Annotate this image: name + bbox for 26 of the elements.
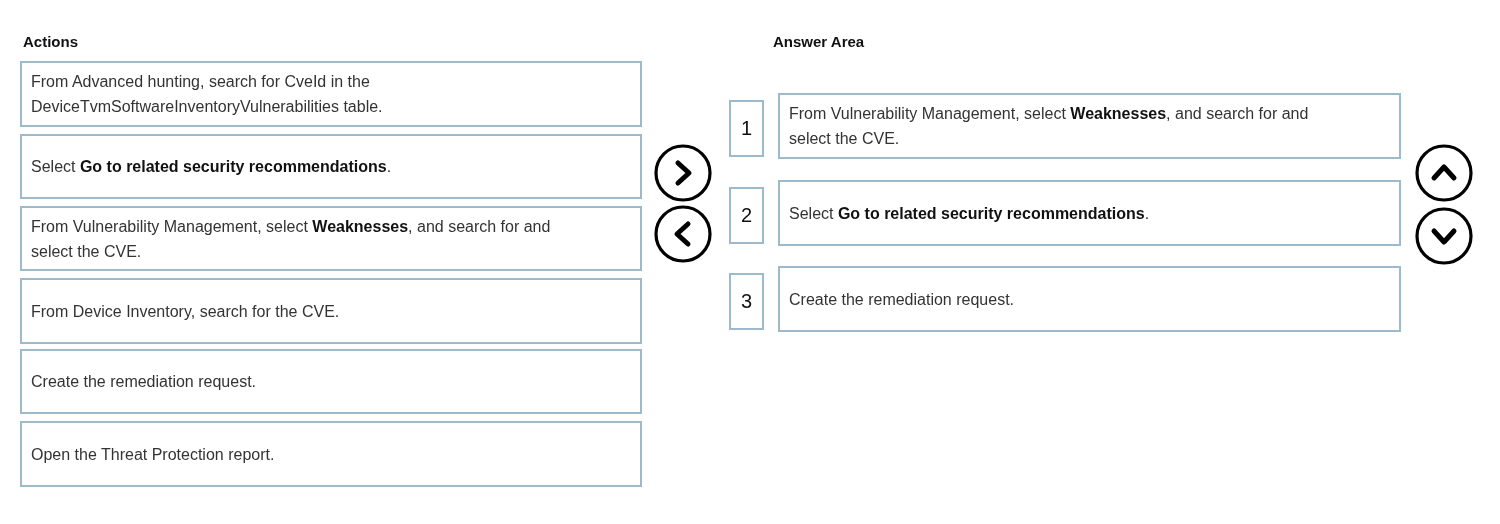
action-text: Select Go to related security recommendations. <box>789 203 1150 224</box>
action-text: From Vulnerability Management, select Weaknesses, and search for and select the CVE. <box>789 104 1310 149</box>
action-card <box>20 61 642 127</box>
action-card <box>778 266 1401 332</box>
action-text: Select Go to related security recommendations. <box>31 157 392 177</box>
section-heading: Answer Area <box>773 33 865 50</box>
action-card <box>778 93 1401 159</box>
action-text: From Device Inventory, search for the CVE. <box>31 301 340 322</box>
section-heading: Actions <box>23 33 78 50</box>
step-number-box <box>729 100 764 157</box>
action-card <box>20 421 642 487</box>
step-number: 2 <box>740 203 753 228</box>
action-text: From Vulnerability Management, select Weaknesses, and search for and select the CVE. <box>31 216 552 262</box>
action-text: From Advanced hunting, search for CveId in the DeviceTvmSoftwareInventoryVulnerabilities table. <box>31 72 384 117</box>
step-number-box <box>729 273 764 330</box>
action-card <box>20 349 642 414</box>
action-card <box>20 206 642 271</box>
action-text: Create the remediation request. <box>789 289 1014 310</box>
action-text: Open the Threat Protection report. <box>31 444 275 465</box>
action-card <box>20 134 642 199</box>
action-text: Create the remediation request. <box>31 372 256 392</box>
action-card <box>778 180 1401 246</box>
step-number: 1 <box>740 116 753 141</box>
step-number-box <box>729 187 764 244</box>
action-card <box>20 278 642 344</box>
step-number: 3 <box>740 289 753 314</box>
